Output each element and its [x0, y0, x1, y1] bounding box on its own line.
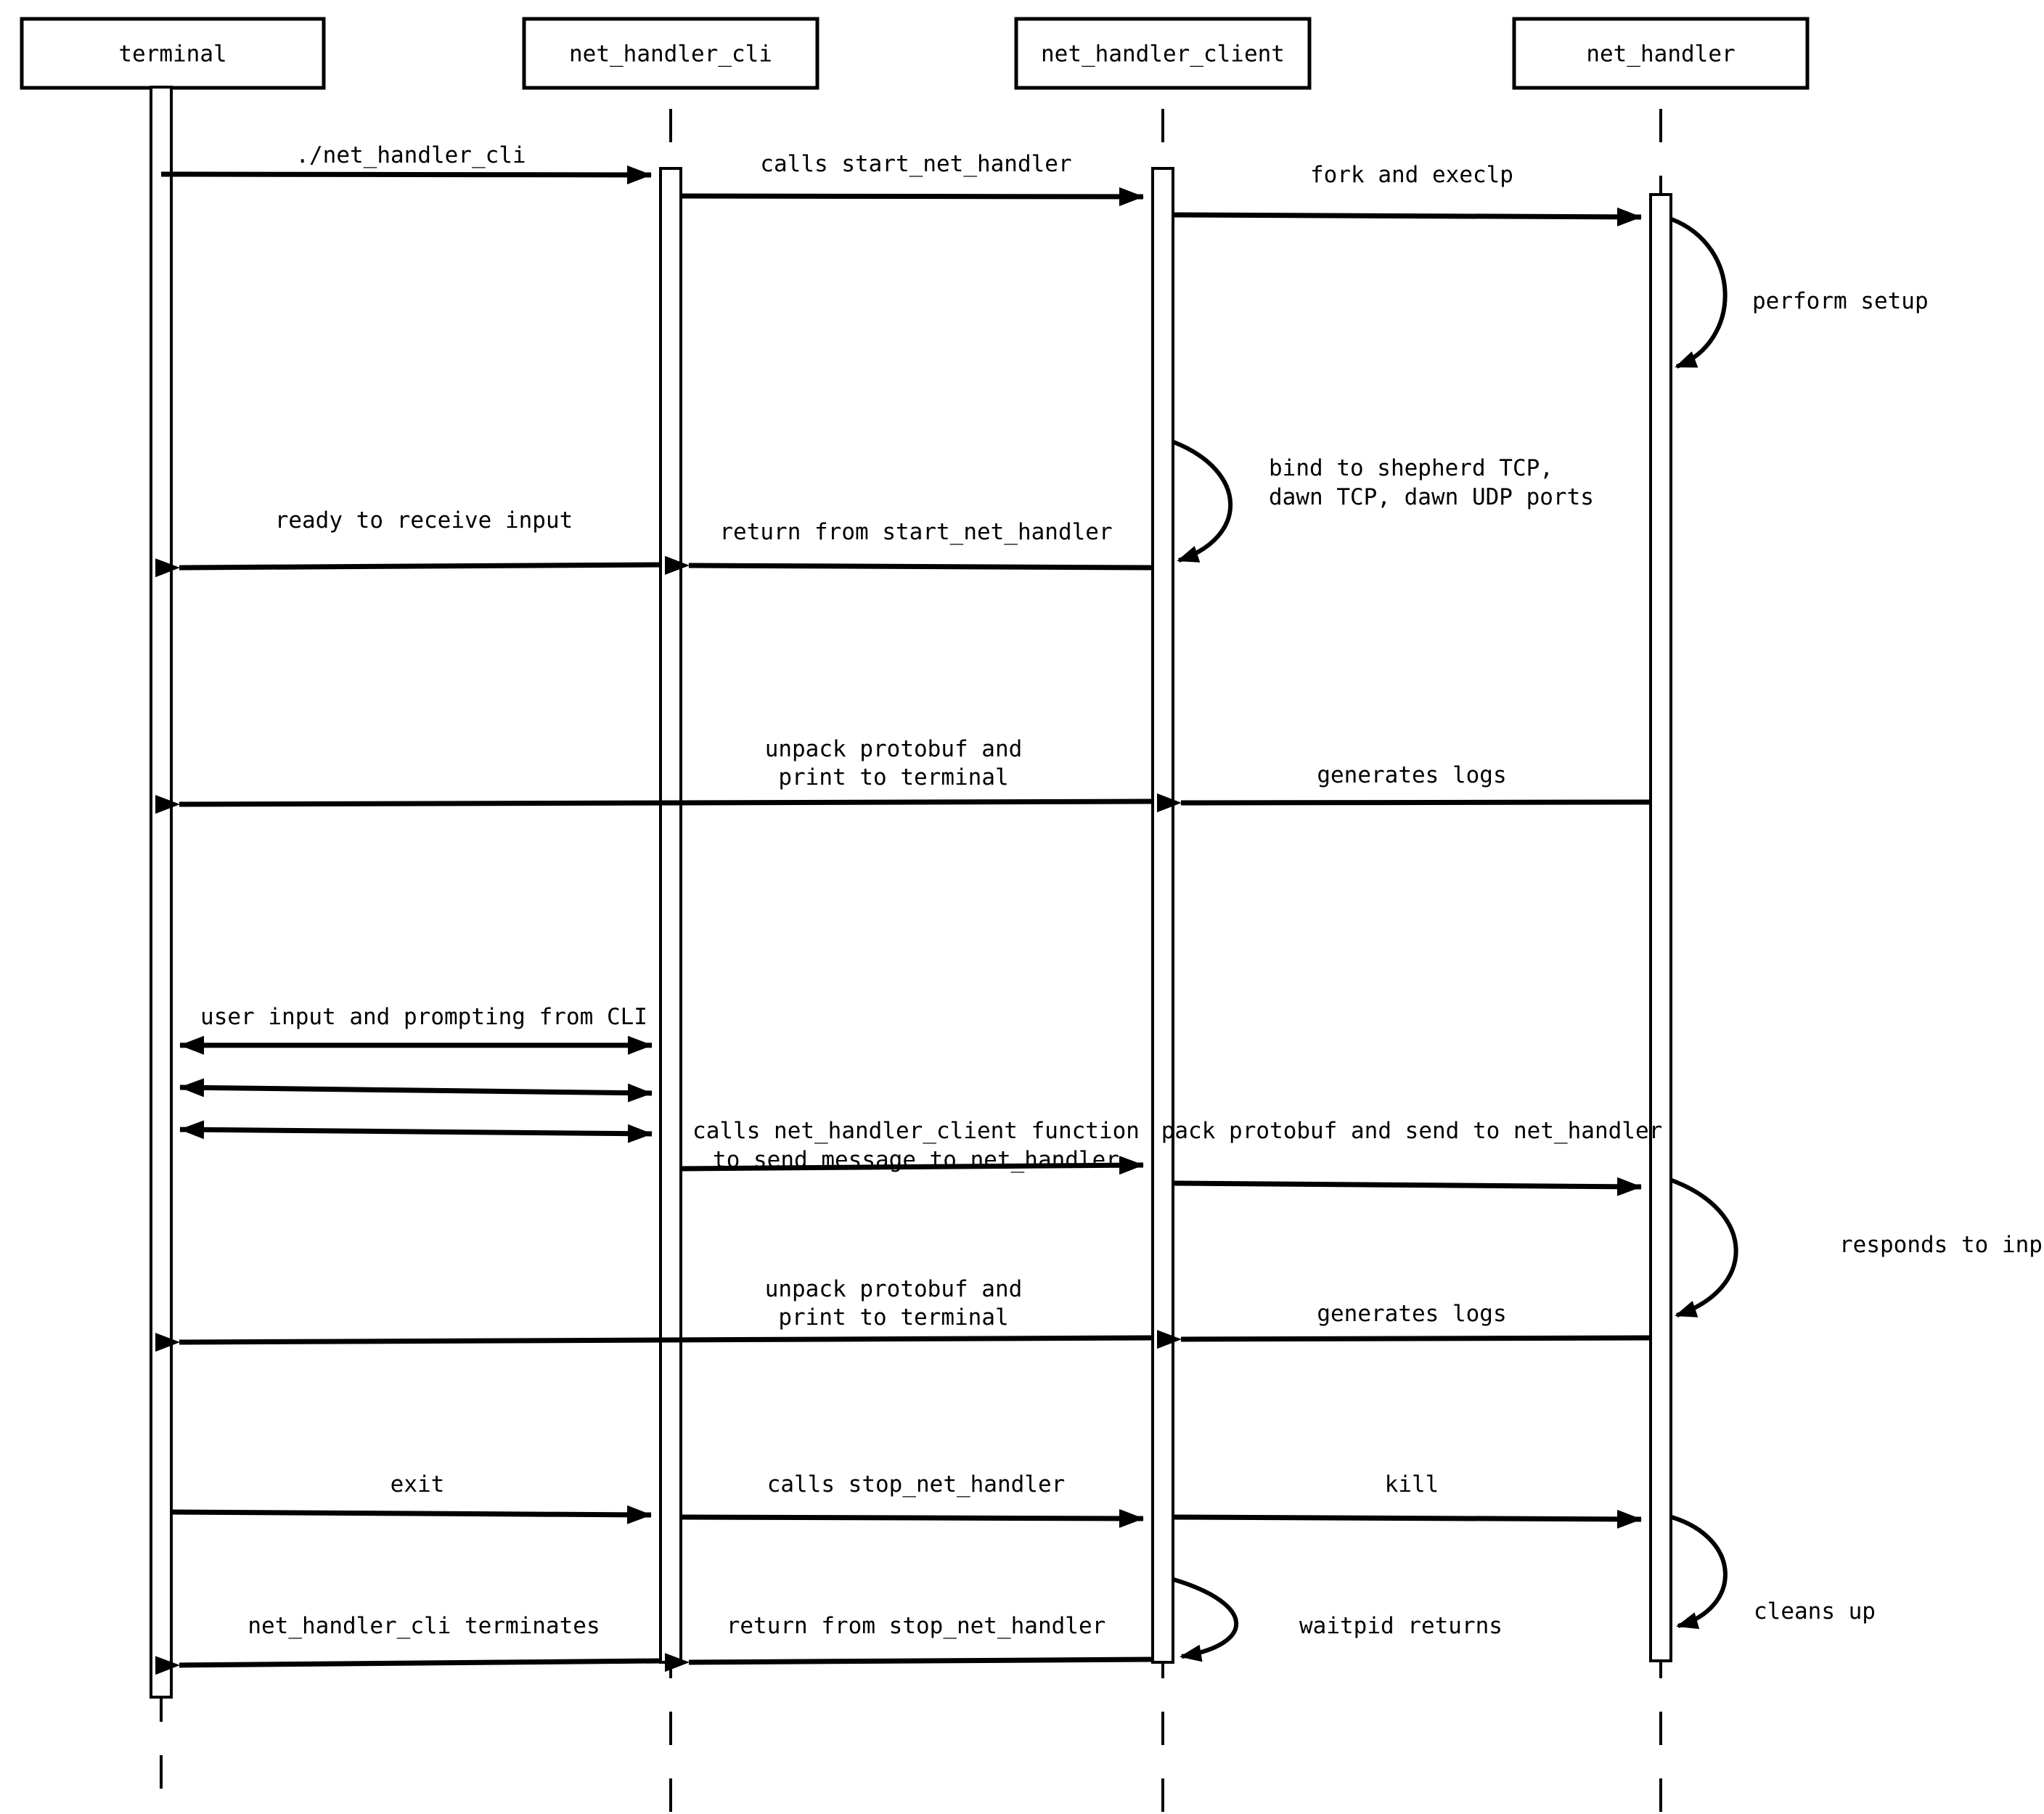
message-label-bind-ports-line2: dawn TCP, dawn UDP ports — [1269, 484, 1594, 510]
message-arrow-ready-to-receive-input — [155, 558, 661, 578]
message-arrow-exit — [171, 1505, 652, 1524]
message-label-calls-start-net-handler: calls start_net_handler — [760, 151, 1071, 177]
message-arrow-fork-execlp — [1172, 207, 1642, 226]
message-arrow-generates-logs-2 — [1156, 1330, 1651, 1349]
message-label-unpack-print-1-line1: unpack protobuf and — [765, 736, 1023, 762]
participant-box-net-handler-client[interactable] — [1014, 17, 1312, 90]
message-arrow-kill — [1172, 1509, 1642, 1529]
message-arrow-return-stop-net-handler — [664, 1653, 1153, 1672]
message-arrow-run-cli — [160, 165, 652, 184]
message-arrow-unpack-print-1 — [155, 795, 1153, 814]
message-selfloop-waitpid-returns — [1173, 1577, 1239, 1662]
participant-label-net-handler: net_handler — [1586, 41, 1735, 68]
activation-terminal — [150, 86, 173, 1699]
activation-net-handler-client — [1151, 167, 1174, 1664]
activation-net-handler-cli — [659, 167, 682, 1664]
message-label-unpack-print-2-line2: print to terminal — [778, 1304, 1008, 1331]
message-arrow-return-start-net-handler — [664, 555, 1153, 575]
participant-label-terminal: terminal — [118, 41, 226, 68]
message-arrow-calls-stop-net-handler — [680, 1508, 1144, 1528]
participant-label-net-handler-cli: net_handler_cli — [569, 41, 772, 68]
message-label-generates-logs-2: generates logs — [1317, 1301, 1506, 1327]
message-label-calls-stop-net-handler: calls stop_net_handler — [767, 1471, 1066, 1498]
message-arrow-cli-terminates — [155, 1656, 661, 1675]
message-label-exit: exit — [391, 1471, 445, 1498]
message-label-return-stop-net-handler: return from stop_net_handler — [727, 1613, 1106, 1639]
message-arrow-calls-client-fn — [680, 1156, 1144, 1175]
message-label-calls-client-fn-line1: calls net_handler_client function — [692, 1118, 1140, 1144]
participant-box-terminal[interactable] — [20, 17, 326, 90]
message-arrow-pack-protobuf-send — [1172, 1177, 1642, 1196]
message-label-bind-ports-line1: bind to shepherd TCP, — [1269, 455, 1553, 481]
participant-label-net-handler-client: net_handler_client — [1041, 41, 1285, 68]
message-label-responds-to-input: responds to input — [1839, 1232, 2044, 1258]
message-arrow-calls-start-net-handler — [680, 187, 1144, 206]
message-label-fork-execlp: fork and execlp — [1310, 162, 1513, 188]
message-arrow-generates-logs-1 — [1156, 793, 1651, 813]
message-label-unpack-print-1-line2: print to terminal — [778, 764, 1008, 790]
message-label-kill: kill — [1385, 1471, 1439, 1498]
message-selfloop-responds-to-input — [1670, 1178, 1738, 1317]
message-label-user-input-prompting: user input and prompting from CLI — [200, 1004, 647, 1030]
message-selfloop-cleans-up — [1671, 1515, 1728, 1630]
message-selfloop-perform-setup — [1670, 217, 1728, 369]
message-selfloop-bind-ports — [1172, 440, 1233, 563]
message-label-waitpid-returns: waitpid returns — [1299, 1613, 1503, 1639]
message-label-pack-protobuf-send: pack protobuf and send to net_handler — [1161, 1118, 1663, 1144]
message-label-ready-to-receive-input: ready to receive input — [275, 507, 573, 534]
message-label-unpack-print-2-line1: unpack protobuf and — [765, 1276, 1023, 1302]
message-label-return-start-net-handler: return from start_net_handler — [719, 519, 1112, 545]
message-arrow-user-input-2 — [179, 1078, 653, 1103]
message-arrow-unpack-print-2 — [155, 1333, 1153, 1352]
participant-box-net-handler-cli[interactable] — [522, 17, 819, 90]
participant-box-net-handler[interactable] — [1512, 17, 1810, 90]
message-label-cleans-up: cleans up — [1754, 1598, 1876, 1625]
message-label-generates-logs-1: generates logs — [1317, 762, 1506, 788]
message-label-cli-terminates: net_handler_cli terminates — [248, 1613, 600, 1639]
message-arrow-user-input-3 — [179, 1120, 653, 1143]
message-label-perform-setup: perform setup — [1752, 288, 1929, 314]
message-label-run-cli: ./net_handler_cli — [295, 142, 526, 168]
activation-net-handler — [1649, 193, 1672, 1662]
